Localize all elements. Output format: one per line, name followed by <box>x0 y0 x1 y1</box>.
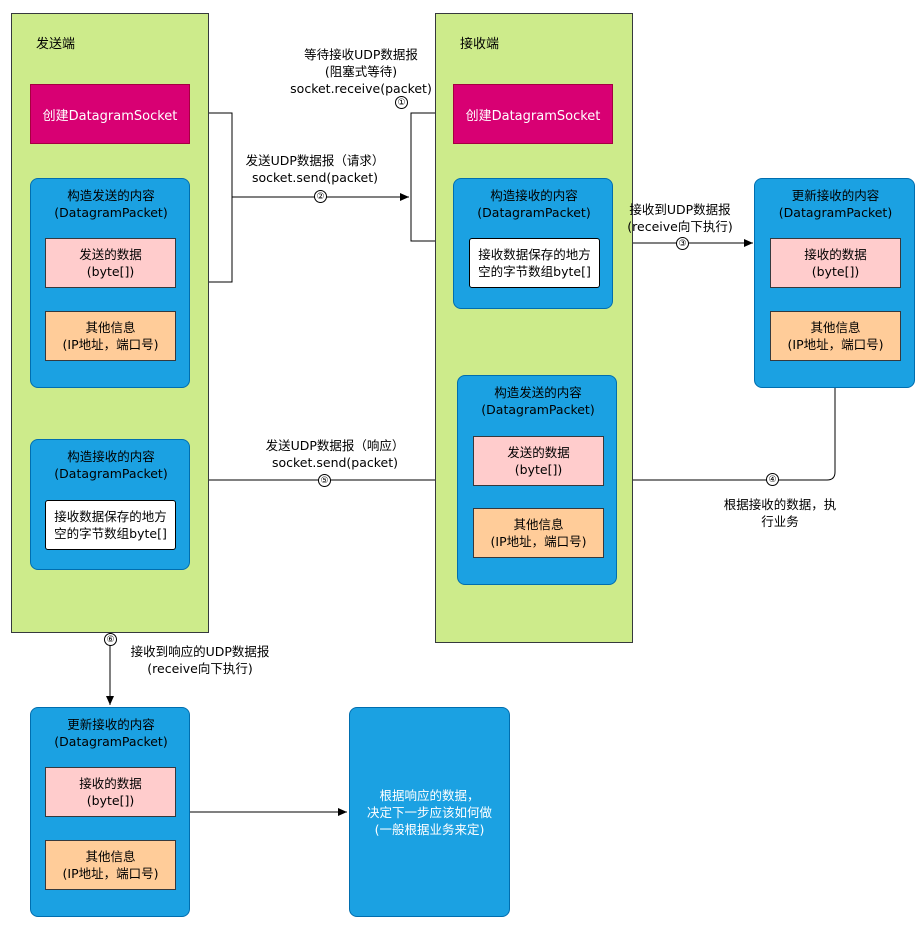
receiver-create-socket: 创建DatagramSocket <box>453 84 613 144</box>
edge-3-label: 接收到UDP数据报 (receive向下执行) <box>627 202 733 234</box>
step-2-marker: ② <box>314 190 327 203</box>
sender-recv-packet-title: 构造接收的内容 (DatagramPacket) <box>54 449 168 481</box>
receiver-recv-packet: 构造接收的内容 (DatagramPacket) 接收数据保存的地方 空的字节数… <box>453 178 613 309</box>
edge-1-label: 等待接收UDP数据报 (阻塞式等待) socket.receive(packet… <box>290 47 432 96</box>
sender-recv-packet: 构造接收的内容 (DatagramPacket) 接收数据保存的地方 空的字节数… <box>30 439 190 570</box>
receiver-send-packet: 构造发送的内容 (DatagramPacket) 发送的数据 (byte[]) … <box>457 375 617 585</box>
receiver-send-data: 发送的数据 (byte[]) <box>473 436 604 486</box>
edge-4-label: 根据接收的数据，执 行业务 <box>723 497 837 529</box>
sender-send-data: 发送的数据 (byte[]) <box>45 238 176 288</box>
edge-2-label: 发送UDP数据报（请求） socket.send(packet) <box>245 153 385 185</box>
sender-create-socket: 创建DatagramSocket <box>30 84 190 144</box>
sender-updated-info: 其他信息 (IP地址，端口号) <box>45 840 176 890</box>
sender-recv-buffer: 接收数据保存的地方 空的字节数组byte[] <box>45 500 176 550</box>
step-6-marker: ⑥ <box>104 633 117 646</box>
sender-updated-data: 接收的数据 (byte[]) <box>45 767 176 817</box>
receiver-updated-data: 接收的数据 (byte[]) <box>770 238 901 288</box>
receiver-updated-info: 其他信息 (IP地址，端口号) <box>770 311 901 361</box>
receiver-updated-packet-title: 更新接收的内容 (DatagramPacket) <box>778 188 893 220</box>
receiver-send-packet-title: 构造发送的内容 (DatagramPacket) <box>481 385 595 417</box>
step-1-marker: ① <box>395 96 408 109</box>
sender-lane-title: 发送端 <box>36 37 76 52</box>
final-decision-box: 根据响应的数据， 决定下一步应该如何做 (一般根据业务来定) <box>349 707 510 917</box>
receiver-recv-packet-title: 构造接收的内容 (DatagramPacket) <box>477 188 591 220</box>
edge-4-line <box>618 388 836 484</box>
step-4-marker: ④ <box>766 473 779 486</box>
receiver-recv-buffer: 接收数据保存的地方 空的字节数组byte[] <box>469 238 600 288</box>
step-3-marker: ③ <box>676 237 689 250</box>
step-5-marker: ⑤ <box>318 474 331 487</box>
sender-updated-packet-title: 更新接收的内容 (DatagramPacket) <box>54 717 168 749</box>
sender-send-packet: 构造发送的内容 (DatagramPacket) 发送的数据 (byte[]) … <box>30 178 190 388</box>
edge-6-label: 接收到响应的UDP数据报 (receive向下执行) <box>130 644 270 676</box>
sender-send-info: 其他信息 (IP地址，端口号) <box>45 311 176 361</box>
receiver-send-info: 其他信息 (IP地址，端口号) <box>473 508 604 558</box>
edge-5-label: 发送UDP数据报（响应） socket.send(packet) <box>265 438 405 470</box>
receiver-lane-title: 接收端 <box>460 37 500 52</box>
receiver-updated-packet: 更新接收的内容 (DatagramPacket) 接收的数据 (byte[]) … <box>754 178 915 388</box>
sender-updated-packet: 更新接收的内容 (DatagramPacket) 接收的数据 (byte[]) … <box>30 707 190 917</box>
sender-send-packet-title: 构造发送的内容 (DatagramPacket) <box>54 188 168 220</box>
